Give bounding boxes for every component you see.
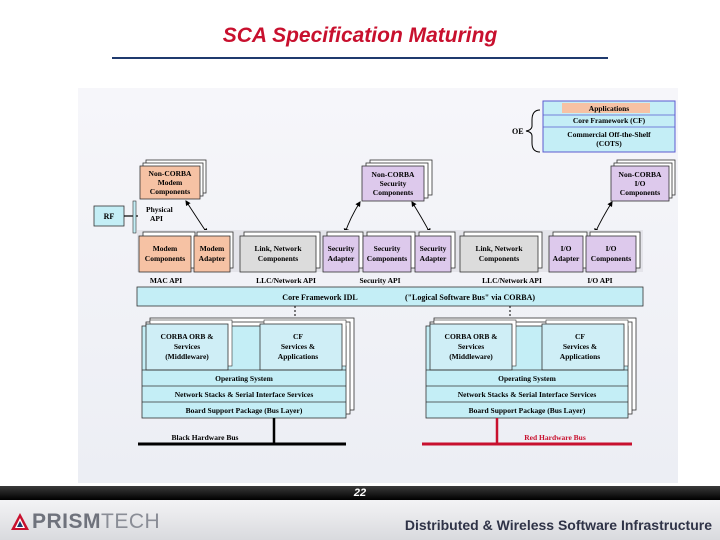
security-adapter-left-l2: Adapter: [328, 254, 355, 263]
security-api: Security API: [359, 276, 400, 285]
footer-tagline: Distributed & Wireless Software Infrastr…: [404, 517, 712, 533]
security-components: Security Components: [362, 231, 416, 273]
non-corba-security-l3: Components: [373, 188, 414, 197]
security-components-l2: Components: [367, 254, 408, 263]
red-orb-l3: (Middleware): [449, 352, 493, 361]
non-corba-modem-l3: Components: [150, 187, 191, 196]
io-components-l2: Components: [591, 254, 632, 263]
red-orb-l2: Services: [458, 342, 484, 351]
oe-label: OE: [512, 127, 524, 136]
black-orb-l2: Services: [174, 342, 200, 351]
security-adapter-right-l2: Adapter: [420, 254, 447, 263]
non-corba-security-stack: Non-CORBA Security Components: [361, 159, 433, 202]
security-adapter-right: Security Adapter: [414, 231, 456, 273]
non-corba-io-l2: I/O: [635, 179, 646, 188]
oe-cots-line2: (COTS): [596, 139, 622, 148]
link-network-left-l1: Link, Network: [254, 244, 302, 253]
black-network: Network Stacks & Serial Interface Servic…: [175, 390, 314, 399]
prismtech-logo-icon: [11, 513, 29, 530]
black-cf-l2: Services &: [281, 342, 315, 351]
black-cf-l1: CF: [293, 332, 303, 341]
link-network-right-l2: Components: [479, 254, 520, 263]
link-network-right: Link, Network Components: [459, 231, 543, 273]
red-cf-l3: Applications: [560, 352, 601, 361]
non-corba-modem-l2: Modem: [158, 178, 183, 187]
security-components-l1: Security: [374, 244, 401, 253]
red-network: Network Stacks & Serial Interface Servic…: [458, 390, 597, 399]
title-underline: [112, 57, 608, 59]
logical-software-bus: ("Logical Software Bus" via CORBA): [405, 293, 535, 302]
black-bus-label: Black Hardware Bus: [172, 433, 239, 442]
llc-api-right: LLC/Network API: [482, 276, 542, 285]
oe-applications-band: [562, 103, 650, 113]
black-os: Operating System: [215, 374, 273, 383]
rf-label: RF: [104, 212, 115, 221]
link-network-left-l2: Components: [258, 254, 299, 263]
security-adapter-right-l1: Security: [420, 244, 447, 253]
black-cf-l3: Applications: [278, 352, 319, 361]
non-corba-modem-l1: Non-CORBA: [149, 169, 193, 178]
modem-adapter: Modem Adapter: [193, 231, 234, 273]
modem-adapter-l1: Modem: [200, 244, 225, 253]
red-cf-l2: Services &: [563, 342, 597, 351]
modem-components: Modem Components: [138, 231, 196, 273]
core-framework-idl: Core Framework IDL: [282, 293, 357, 302]
red-os: Operating System: [498, 374, 556, 383]
footer-bar: [0, 500, 720, 540]
io-components: I/O Components: [585, 231, 641, 273]
modem-components-l1: Modem: [153, 244, 178, 253]
black-orb-l1: CORBA ORB &: [161, 332, 214, 341]
company-logo-text: PRISMTECH: [32, 510, 160, 534]
oe-core-framework: Core Framework (CF): [573, 116, 646, 125]
black-orb-l3: (Middleware): [165, 352, 209, 361]
slide-title: SCA Specification Maturing: [222, 24, 498, 47]
black-processing-stack: CORBA ORB & Services (Middleware) CF Ser…: [138, 317, 355, 446]
link-network-right-l1: Link, Network: [475, 244, 523, 253]
link-network-left: Link, Network Components: [239, 231, 321, 273]
oe-applications: Applications: [589, 104, 630, 113]
page-number: 22: [353, 487, 367, 499]
physical-api-l1: Physical: [146, 205, 173, 214]
io-adapter: I/O Adapter: [548, 231, 588, 273]
logo-text-tech: TECH: [101, 510, 161, 533]
red-bus-label: Red Hardware Bus: [524, 433, 586, 442]
red-bsp: Board Support Package (Bus Layer): [469, 406, 586, 415]
red-orb-l1: CORBA ORB &: [445, 332, 498, 341]
oe-brace: [525, 109, 541, 153]
oe-cots-line1: Commercial Off-the-Shelf: [567, 130, 651, 139]
sca-architecture-diagram: OE Applications Core Framework (CF) Comm…: [93, 100, 676, 446]
io-components-l1: I/O: [606, 244, 617, 253]
llc-api-left: LLC/Network API: [256, 276, 316, 285]
oe-legend: OE Applications Core Framework (CF) Comm…: [512, 100, 676, 153]
non-corba-io-l3: Components: [620, 188, 661, 197]
non-corba-io-l1: Non-CORBA: [619, 170, 663, 179]
modem-components-l2: Components: [145, 254, 186, 263]
footer-band: [0, 486, 720, 500]
non-corba-io-stack: Non-CORBA I/O Components: [610, 159, 676, 202]
core-framework-bus: Core Framework IDL ("Logical Software Bu…: [136, 286, 644, 307]
security-adapter-left-l1: Security: [328, 244, 355, 253]
red-processing-stack: CORBA ORB & Services (Middleware) CF Ser…: [422, 317, 637, 446]
io-adapter-l2: Adapter: [553, 254, 580, 263]
security-adapter-left: Security Adapter: [322, 231, 364, 273]
io-api: I/O API: [587, 276, 612, 285]
logo-text-prism: PRISM: [32, 510, 102, 533]
non-corba-modem-stack: Non-CORBA Modem Components: [139, 159, 207, 200]
black-bsp: Board Support Package (Bus Layer): [186, 406, 303, 415]
non-corba-security-l2: Security: [380, 179, 407, 188]
red-cf-l1: CF: [575, 332, 585, 341]
physical-api-l2: API: [150, 214, 163, 223]
non-corba-security-l1: Non-CORBA: [372, 170, 416, 179]
modem-adapter-l2: Adapter: [199, 254, 226, 263]
api-labels: MAC API LLC/Network API Security API LLC…: [150, 276, 613, 285]
io-adapter-l1: I/O: [561, 244, 572, 253]
adapter-arrows: [185, 200, 613, 235]
rf-block: RF Physical API: [93, 200, 173, 234]
mac-api: MAC API: [150, 276, 182, 285]
